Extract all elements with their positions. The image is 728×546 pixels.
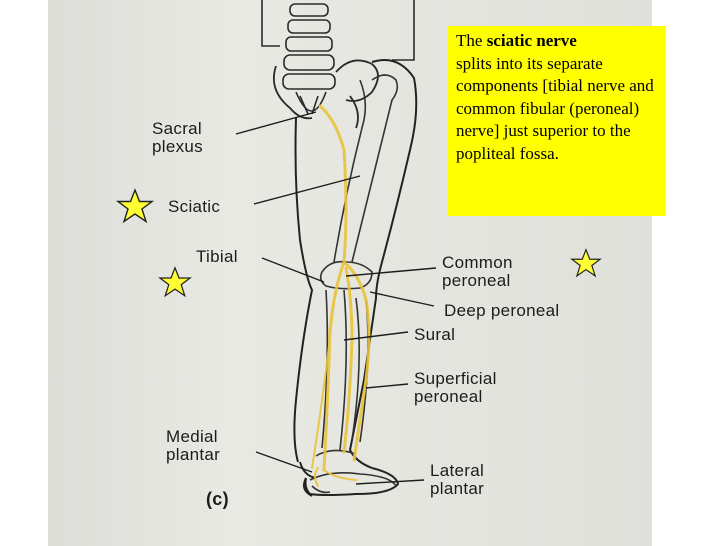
label-lateral: Lateral (430, 461, 485, 480)
label-sacral: Sacral (152, 119, 202, 138)
star-icon (570, 248, 602, 278)
label-common: Common (442, 253, 513, 272)
label-sciatic: Sciatic (168, 197, 221, 216)
label-medial: Medial (166, 427, 218, 446)
label-medial-plantar: plantar (166, 445, 221, 464)
panel-label: (c) (206, 489, 229, 509)
nerves (311, 104, 371, 487)
label-deep-peroneal: Deep peroneal (444, 301, 560, 320)
label-tibial: Tibial (196, 247, 238, 266)
label-plexus: plexus (152, 137, 203, 156)
leader-lines (235, 111, 437, 485)
label-lateral-plantar: plantar (430, 479, 485, 498)
star-icon (158, 266, 192, 298)
label-common-peroneal: peroneal (442, 271, 511, 290)
star-icon (116, 188, 154, 224)
lower-leg-bones (315, 289, 369, 457)
vertebral-column (261, 0, 415, 115)
sciatic-callout-box: The sciatic nerve splits into its separat… (448, 26, 666, 216)
label-superficial-peroneal: peroneal (414, 387, 483, 406)
label-superficial: Superficial (414, 369, 497, 388)
callout-term: sciatic nerve (486, 31, 577, 50)
callout-body: splits into its separate components [tib… (456, 53, 654, 163)
callout-prefix: The (456, 31, 487, 50)
femur (319, 74, 399, 290)
foot (309, 472, 397, 494)
label-sural: Sural (414, 325, 456, 344)
